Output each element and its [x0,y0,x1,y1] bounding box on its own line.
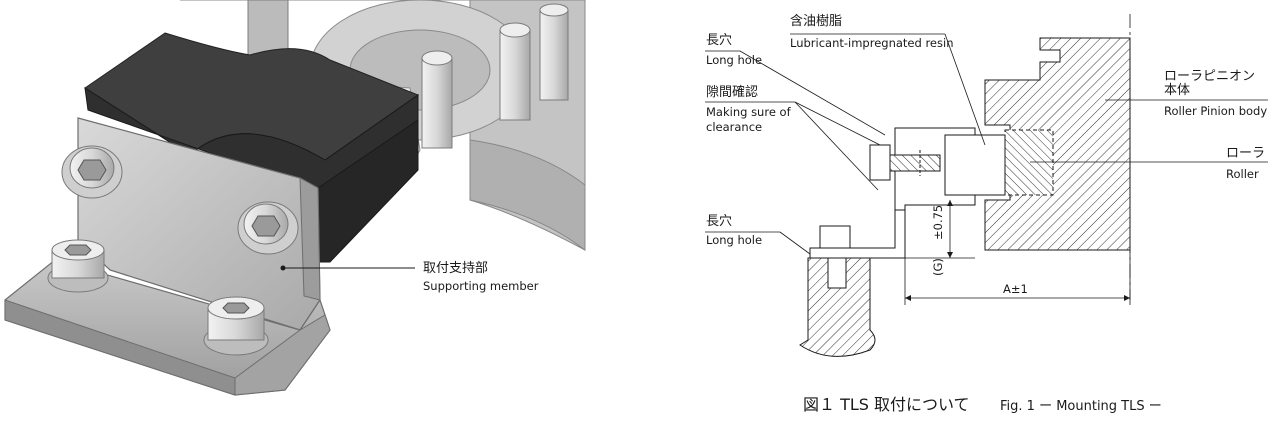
base-section [799,257,876,357]
tls-section-labels: 含油樹脂 Lubricant-impregnated resin 長穴 Long… [706,13,1267,414]
label-pinion-body-jp-1: ローラピニオン [1164,69,1255,84]
pinion-body-section [984,37,1131,251]
hex-bolt-upper-right [237,201,299,255]
label-clearance-en-2: clearance [706,120,762,134]
label-long-hole-bottom-jp: 長穴 [706,214,732,229]
label-resin-jp: 含油樹脂 [790,13,842,29]
dimension-a-label: A±1 [1003,282,1028,296]
label-long-hole-top-jp: 長穴 [706,33,732,48]
label-pinion-body-en: Roller Pinion body [1164,104,1267,118]
hex-bolt-lower-right [203,296,269,356]
bracket-bolt-head [869,144,891,181]
bracket-bolt-shank [889,154,941,172]
caption-jp: 図１ TLS 取付について [803,395,970,414]
callout-label-jp: 取付支持部 [423,261,488,276]
label-resin-en: Lubricant-impregnated resin [790,36,953,50]
label-long-hole-bottom-en: Long hole [706,233,762,247]
roller-section [1004,129,1054,196]
pinion-disk-rim [469,139,586,252]
dimension-g-label: (G) [931,258,945,276]
label-roller-jp: ローラ [1226,146,1265,161]
label-pinion-body-jp-2: 本体 [1164,83,1190,98]
roller-pins [247,0,569,149]
caption-en: Fig. 1 ー Mounting TLS ー [1000,399,1162,414]
supporting-plate-base-side [234,314,331,396]
tls-3d-illustration: 取付支持部 Supporting member [4,0,586,396]
hex-bolt-upper-left [61,145,123,199]
resin-block [944,134,1006,196]
label-clearance-en-1: Making sure of [706,105,792,119]
label-roller-en: Roller [1226,167,1259,181]
label-clearance-jp: 隙間確認 [706,84,758,100]
dimension-g-tolerance: ±0.75 [931,205,945,240]
label-long-hole-top-en: Long hole [706,53,762,67]
tls-section-drawing [705,14,1268,357]
base-bolt-head [819,225,851,249]
callout-label-en: Supporting member [423,279,539,293]
hex-bolt-lower-left [47,239,109,293]
